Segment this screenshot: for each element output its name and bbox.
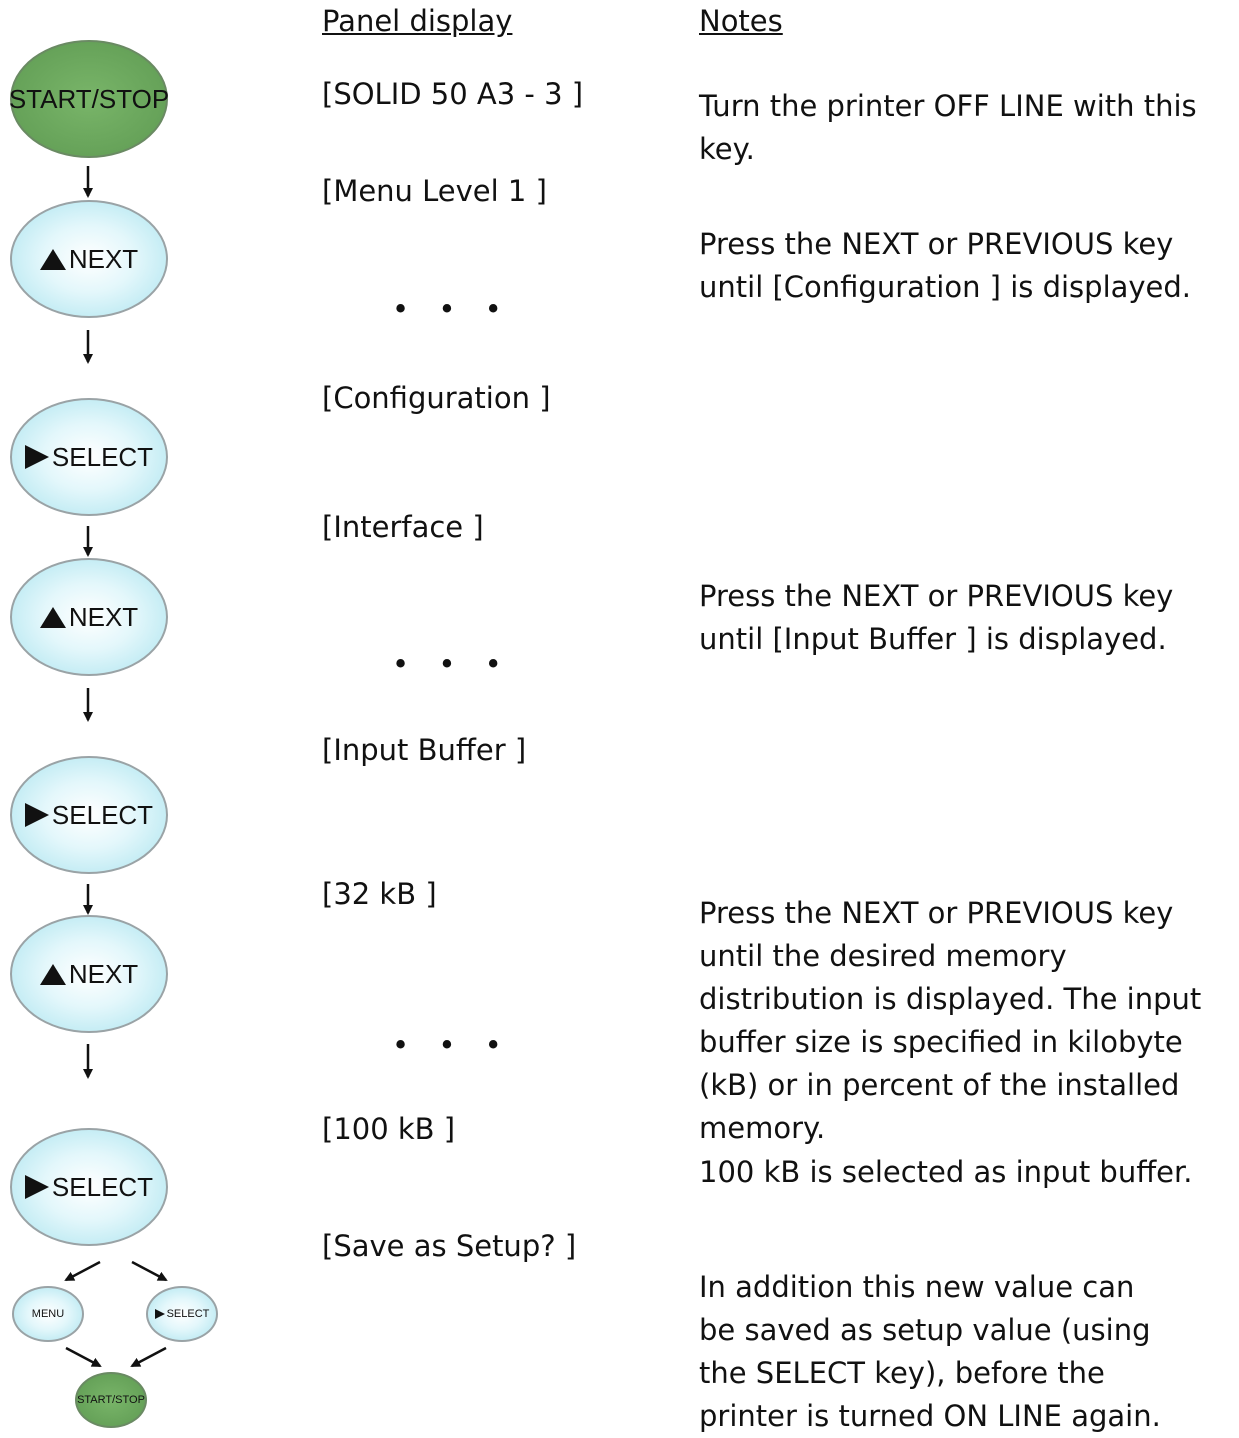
menu-key[interactable]: MENU [12, 1286, 84, 1342]
select-key[interactable]: SELECT [10, 398, 168, 516]
note: 100 kB is selected as input buffer. [699, 1155, 1193, 1189]
panel-entry: [Configuration ] [322, 381, 551, 415]
diagonal-arrow-icon [131, 1260, 168, 1282]
note: Press the NEXT or PREVIOUS key until [Co… [699, 227, 1192, 304]
menu-key-label: MENU [31, 1308, 65, 1320]
select-key-label: SELECT [51, 1171, 154, 1202]
start-stop-key-small[interactable]: START/STOP [75, 1372, 147, 1428]
next-key[interactable]: NEXT [10, 200, 168, 318]
flow-arrows [64, 166, 168, 1368]
next-key-label: NEXT [68, 958, 139, 989]
select-key[interactable]: SELECT [10, 756, 168, 874]
select-key-label: SELECT [51, 799, 154, 830]
select-key-small[interactable]: SELECT [146, 1286, 218, 1342]
right-triangle-icon [24, 445, 49, 469]
panel-entry: [Menu Level 1 ] [322, 174, 547, 208]
notes-header: Notes [699, 4, 783, 38]
select-key[interactable]: SELECT [10, 1128, 168, 1246]
diagonal-arrow-icon [130, 1346, 167, 1368]
panel-entry: [Interface ] [322, 510, 484, 544]
start-stop-key[interactable]: START/STOP [8, 40, 170, 158]
up-triangle-icon [39, 963, 66, 985]
ellipsis: • • • [392, 1028, 512, 1062]
note: Press the NEXT or PREVIOUS key until the… [699, 896, 1202, 1145]
diagonal-arrow-icon [65, 1346, 102, 1368]
up-triangle-icon [39, 248, 66, 270]
start-stop-key-label: START/STOP [77, 1394, 145, 1406]
ellipsis: • • • [392, 292, 512, 326]
ellipsis: • • • [392, 647, 512, 681]
right-triangle-icon [24, 803, 49, 827]
right-triangle-icon [154, 1309, 165, 1319]
right-triangle-icon [24, 1175, 49, 1199]
diagonal-arrow-icon [64, 1260, 101, 1282]
note: Press the NEXT or PREVIOUS key until [In… [699, 579, 1174, 656]
next-key-label: NEXT [68, 243, 139, 274]
next-key[interactable]: NEXT [10, 915, 168, 1033]
select-key-label: SELECT [51, 441, 154, 472]
up-triangle-icon [39, 606, 66, 628]
start-stop-key-label: START/STOP [8, 83, 170, 114]
panel-display-header: Panel display [322, 4, 513, 38]
panel-entry: [32 kB ] [322, 877, 437, 911]
note: Turn the printer OFF LINE with this key. [699, 89, 1197, 166]
panel-entry: [Input Buffer ] [322, 733, 527, 767]
panel-entry: [Save as Setup? ] [322, 1229, 577, 1263]
next-key-label: NEXT [68, 601, 139, 632]
panel-entry: [100 kB ] [322, 1112, 456, 1146]
panel-entry: [SOLID 50 A3 - 3 ] [322, 77, 584, 111]
note: In addition this new value can be saved … [699, 1270, 1161, 1433]
select-key-label: SELECT [166, 1308, 210, 1320]
next-key[interactable]: NEXT [10, 558, 168, 676]
